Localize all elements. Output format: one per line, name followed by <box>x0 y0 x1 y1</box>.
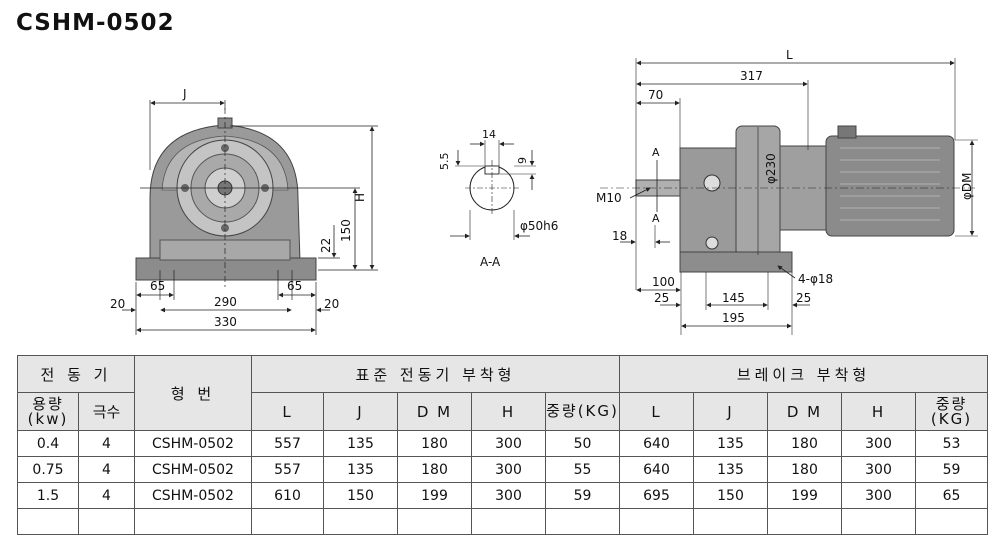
header-poles: 극수 <box>78 392 135 431</box>
cell-std-H: 300 <box>471 456 546 483</box>
cell-kw: 0.4 <box>17 430 79 457</box>
dim-H: H <box>353 193 367 202</box>
dim-195: 195 <box>722 311 745 325</box>
table-row-empty <box>17 508 988 535</box>
header-brk-weight: 중량(KG) <box>915 392 988 431</box>
cell-std-J: 150 <box>323 482 398 509</box>
dim-L: L <box>786 48 793 62</box>
dim-317: 317 <box>740 69 763 83</box>
dim-65-left: 65 <box>150 279 165 293</box>
cell-model: CSHM-0502 <box>134 482 252 509</box>
cell-std-DM: 199 <box>397 482 472 509</box>
header-brk-J: J <box>693 392 768 431</box>
header-std-DM: D M <box>397 392 472 431</box>
dim-J: J <box>182 87 187 101</box>
cell-std-L: 557 <box>251 456 324 483</box>
cell-std-weight: 50 <box>545 430 620 457</box>
side-view: L 317 70 φ230 φDM A A M10 18 100 4- <box>596 48 978 335</box>
dim-shaft-diameter: φ50h6 <box>520 219 558 233</box>
cell-brk-weight: 65 <box>915 482 988 509</box>
header-model: 형 번 <box>134 355 252 431</box>
cell-std-H: 300 <box>471 430 546 457</box>
dim-DM: φDM <box>960 172 974 200</box>
cell-brk-weight: 53 <box>915 430 988 457</box>
cell-std-DM: 180 <box>397 430 472 457</box>
cell-std-L: 557 <box>251 430 324 457</box>
cell-brk-L: 695 <box>619 482 694 509</box>
cell-brk-DM: 199 <box>767 482 842 509</box>
cell-brk-DM: 180 <box>767 456 842 483</box>
header-std-H: H <box>471 392 546 431</box>
cell-brk-H: 300 <box>841 430 916 457</box>
dim-22: 22 <box>319 238 333 253</box>
dim-18: 18 <box>612 229 627 243</box>
page-title: CSHM-0502 <box>16 10 175 36</box>
cell-kw: 1.5 <box>17 482 79 509</box>
cell-brk-DM: 180 <box>767 430 842 457</box>
cell-std-DM: 180 <box>397 456 472 483</box>
header-brake: 브레이크 부착형 <box>619 355 988 393</box>
cell-brk-H: 300 <box>841 456 916 483</box>
header-brk-DM: D M <box>767 392 842 431</box>
dim-150: 150 <box>339 219 353 242</box>
header-brk-H: H <box>841 392 916 431</box>
header-std-L: L <box>251 392 324 431</box>
dim-100: 100 <box>652 275 675 289</box>
cell-std-weight: 55 <box>545 456 620 483</box>
table-row: 0.4 4 CSHM-0502 557 135 180 300 50 640 1… <box>17 430 988 457</box>
dim-330: 330 <box>214 315 237 329</box>
dim-9: 9 <box>516 157 529 164</box>
cell-model: CSHM-0502 <box>134 456 252 483</box>
cell-kw: 0.75 <box>17 456 79 483</box>
cell-model: CSHM-0502 <box>134 430 252 457</box>
spec-table: 전 동 기 형 번 표준 전동기 부착형 브레이크 부착형 용량 (kw) 극수… <box>17 355 988 535</box>
dim-145: 145 <box>722 291 745 305</box>
dim-290: 290 <box>214 295 237 309</box>
cell-poles: 4 <box>78 430 135 457</box>
cell-poles: 4 <box>78 456 135 483</box>
table-row: 1.5 4 CSHM-0502 610 150 199 300 59 695 1… <box>17 482 988 509</box>
header-capacity: 용량 (kw) <box>17 392 79 431</box>
dim-20-left: 20 <box>110 297 125 311</box>
cell-poles: 4 <box>78 482 135 509</box>
cell-std-H: 300 <box>471 482 546 509</box>
dim-25-right: 25 <box>796 291 811 305</box>
section-mark-bottom: A <box>652 212 660 225</box>
header-std-weight: 중량(KG) <box>545 392 620 431</box>
cell-brk-weight: 59 <box>915 456 988 483</box>
cell-brk-L: 640 <box>619 456 694 483</box>
section-view: 14 5.5 9 φ50h6 A-A <box>438 128 558 269</box>
table-row: 0.75 4 CSHM-0502 557 135 180 300 55 640 … <box>17 456 988 483</box>
dim-65-right: 65 <box>287 279 302 293</box>
header-std-J: J <box>323 392 398 431</box>
dim-20-right: 20 <box>324 297 339 311</box>
header-standard: 표준 전동기 부착형 <box>251 355 620 393</box>
header-brk-L: L <box>619 392 694 431</box>
front-view: J H 150 22 65 65 20 290 20 330 <box>110 87 378 335</box>
cell-brk-J: 135 <box>693 430 768 457</box>
dim-25-left: 25 <box>654 291 669 305</box>
cell-std-weight: 59 <box>545 482 620 509</box>
cell-std-J: 135 <box>323 456 398 483</box>
section-label: A-A <box>480 255 501 269</box>
dim-70: 70 <box>648 88 663 102</box>
cell-brk-J: 150 <box>693 482 768 509</box>
dim-M10: M10 <box>596 191 622 205</box>
dim-5-5: 5.5 <box>438 153 451 171</box>
cell-brk-J: 135 <box>693 456 768 483</box>
cell-brk-L: 640 <box>619 430 694 457</box>
dim-14: 14 <box>482 128 496 141</box>
cell-std-J: 135 <box>323 430 398 457</box>
dim-230: φ230 <box>764 153 778 184</box>
dim-mounting-holes: 4-φ18 <box>798 272 833 286</box>
cell-std-L: 610 <box>251 482 324 509</box>
section-mark-top: A <box>652 146 660 159</box>
technical-drawing: J H 150 22 65 65 20 290 20 330 <box>110 48 978 335</box>
header-motor: 전 동 기 <box>17 355 135 393</box>
cell-brk-H: 300 <box>841 482 916 509</box>
